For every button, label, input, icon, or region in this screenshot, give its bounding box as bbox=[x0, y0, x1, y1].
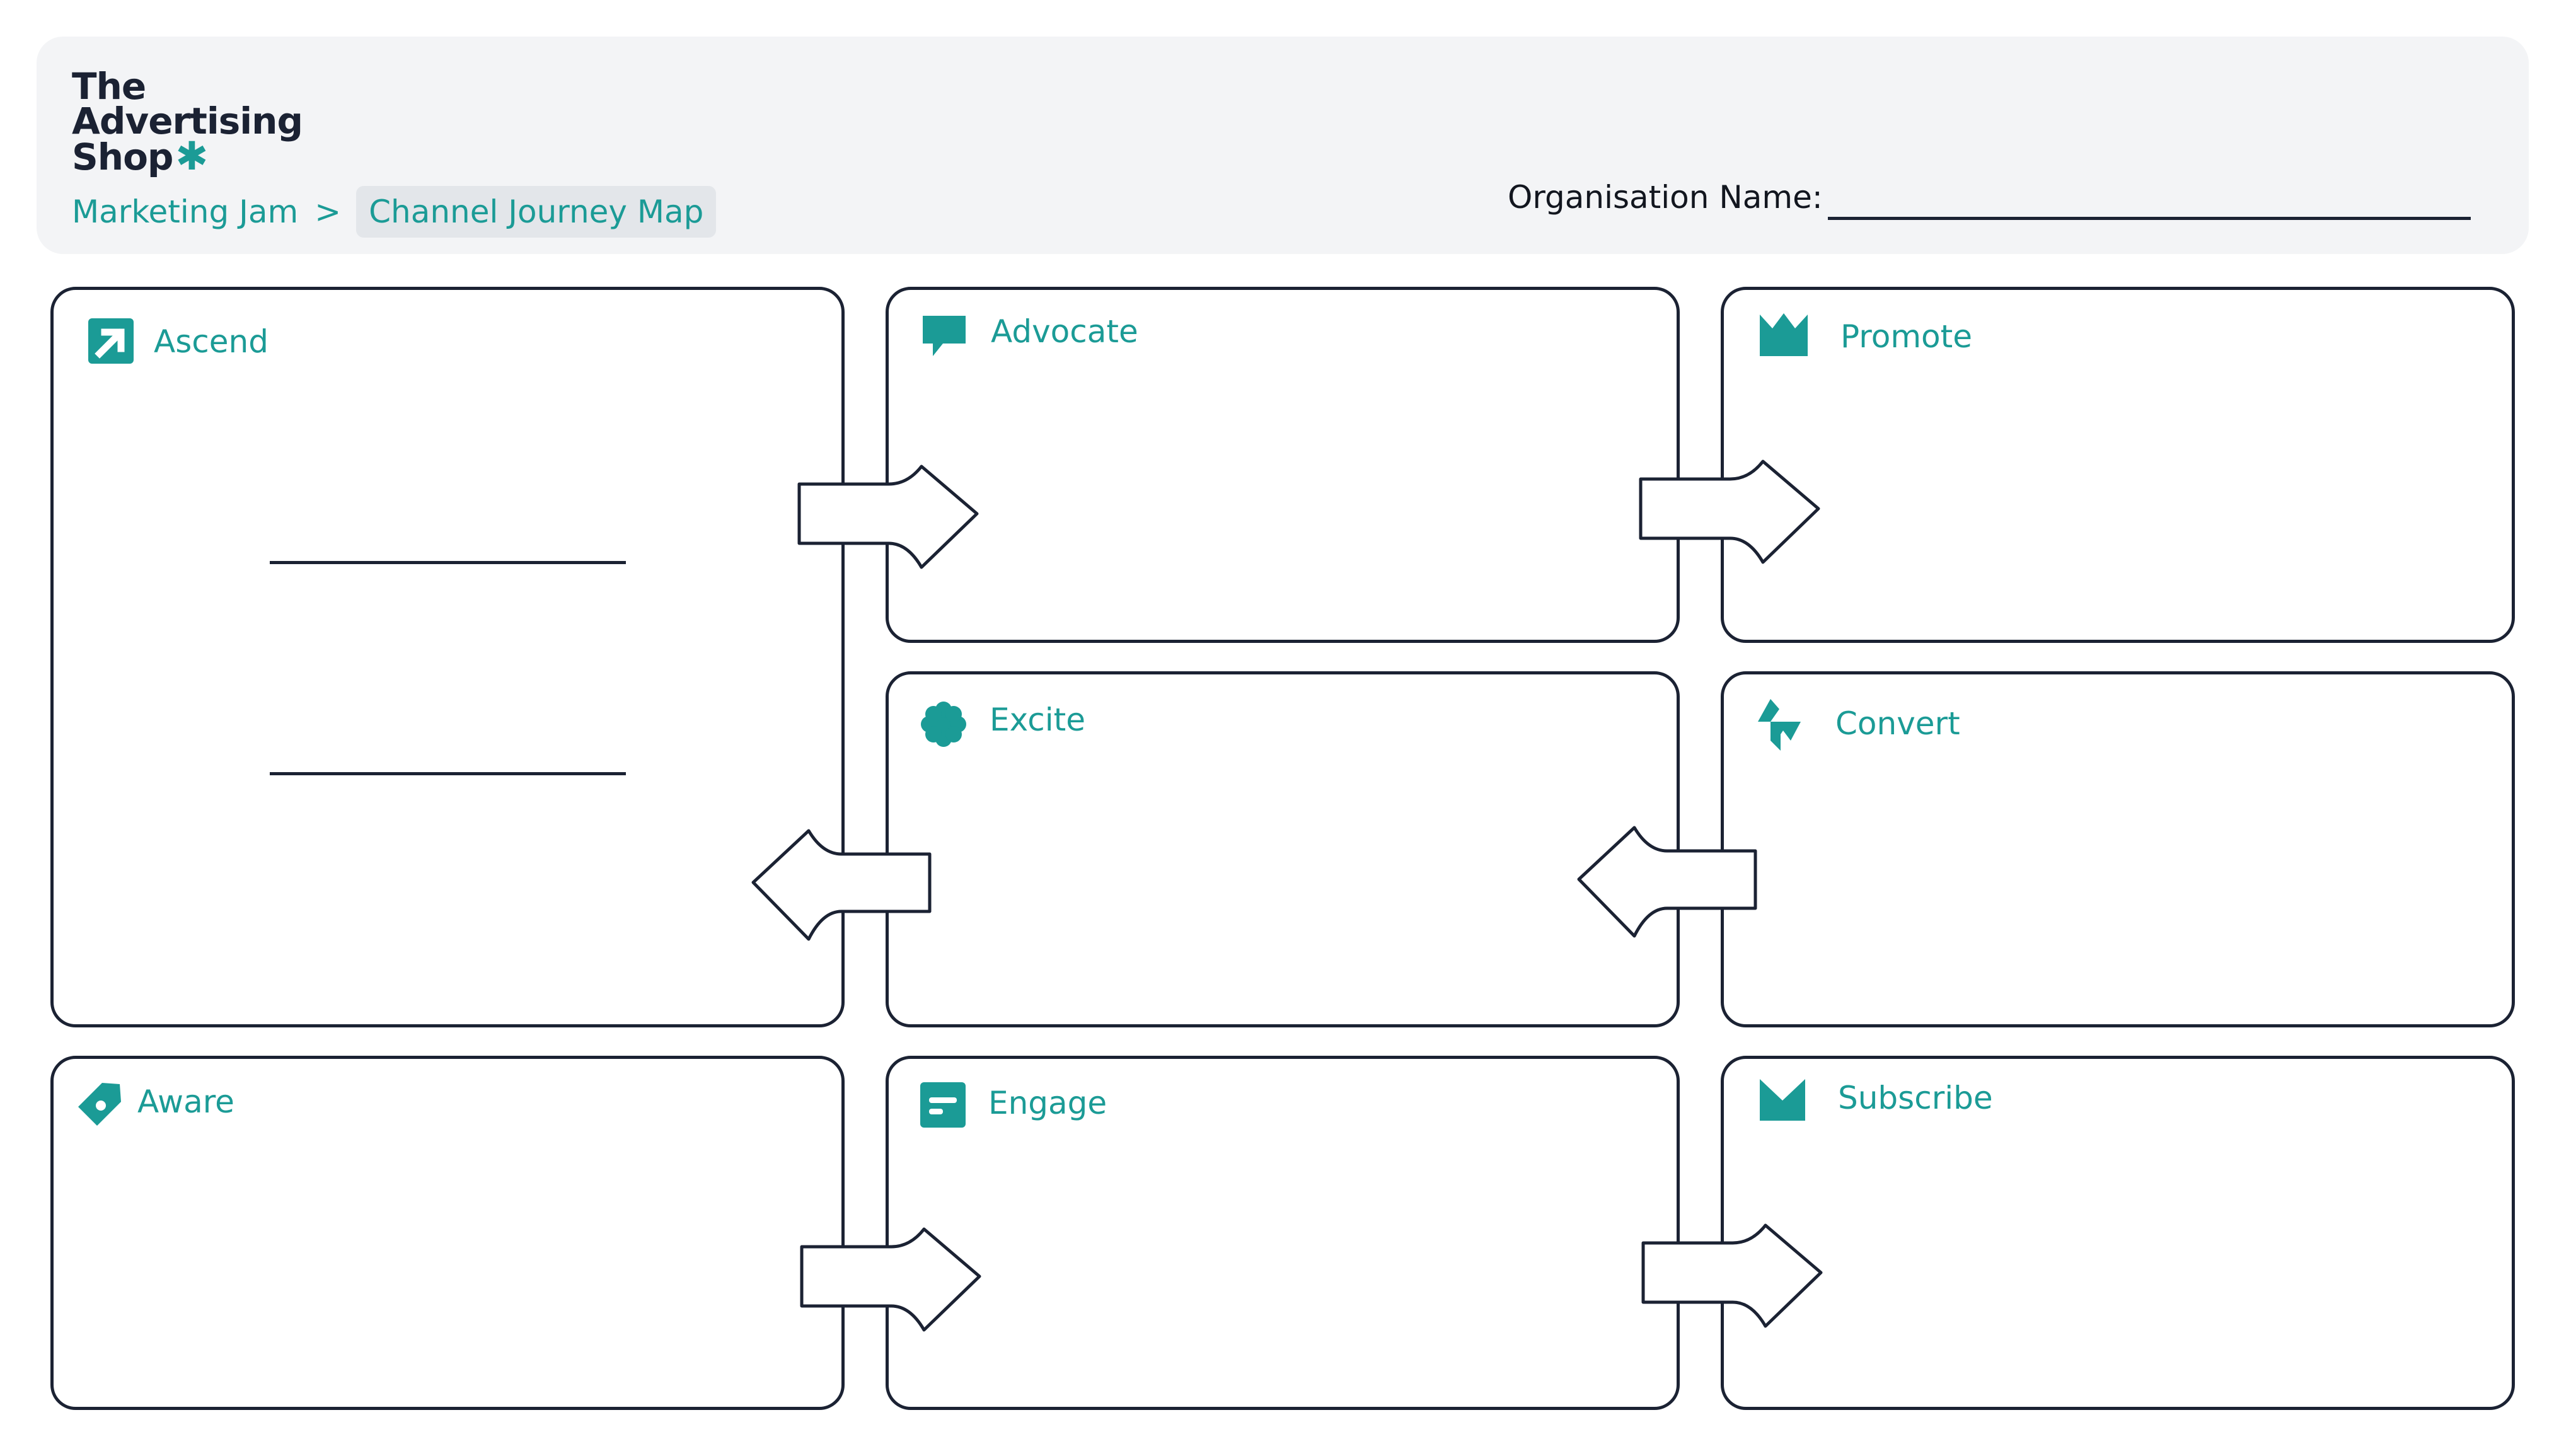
logo-line-2: Advertising bbox=[72, 100, 303, 142]
ascend-writing-line-2[interactable] bbox=[270, 772, 626, 775]
lightning-bolt-icon bbox=[1758, 699, 1801, 751]
stage-label-ascend: Ascend bbox=[154, 323, 269, 360]
stage-label-engage: Engage bbox=[988, 1085, 1107, 1121]
envelope-icon bbox=[1760, 1079, 1805, 1121]
stage-box-subscribe bbox=[1721, 1056, 2515, 1410]
logo-star-icon: ✱ bbox=[175, 133, 208, 179]
organisation-name-label: Organisation Name: bbox=[1508, 179, 1823, 216]
message-card-icon bbox=[920, 1082, 966, 1128]
breadcrumb: Marketing Jam > Channel Journey Map bbox=[72, 184, 717, 240]
speech-bubble-icon bbox=[923, 316, 966, 356]
stage-box-convert bbox=[1721, 671, 2515, 1027]
stage-label-promote: Promote bbox=[1840, 318, 1972, 355]
stage-box-ascend bbox=[50, 287, 845, 1027]
tag-icon bbox=[78, 1083, 121, 1126]
logo-line-1: The bbox=[72, 65, 146, 108]
breadcrumb-current: Channel Journey Map bbox=[356, 186, 717, 238]
stage-label-aware: Aware bbox=[137, 1083, 234, 1120]
flower-badge-icon bbox=[921, 702, 966, 747]
stage-label-subscribe: Subscribe bbox=[1838, 1080, 1993, 1116]
stage-label-excite: Excite bbox=[990, 702, 1086, 738]
ascend-writing-line-1[interactable] bbox=[270, 561, 626, 564]
breadcrumb-separator: > bbox=[315, 194, 342, 230]
stage-box-engage bbox=[886, 1056, 1680, 1410]
stage-label-convert: Convert bbox=[1835, 705, 1960, 742]
stage-box-aware bbox=[50, 1056, 845, 1410]
stage-label-advocate: Advocate bbox=[991, 313, 1138, 350]
organisation-name-field[interactable] bbox=[1828, 217, 2471, 220]
brand-logo: The Advertising Shop✱ bbox=[72, 65, 303, 178]
breadcrumb-parent[interactable]: Marketing Jam bbox=[72, 194, 299, 230]
crown-icon bbox=[1760, 313, 1808, 356]
logo-line-3: Shop bbox=[72, 136, 173, 178]
arrow-up-right-icon bbox=[88, 318, 134, 364]
stage-box-promote bbox=[1721, 287, 2515, 643]
